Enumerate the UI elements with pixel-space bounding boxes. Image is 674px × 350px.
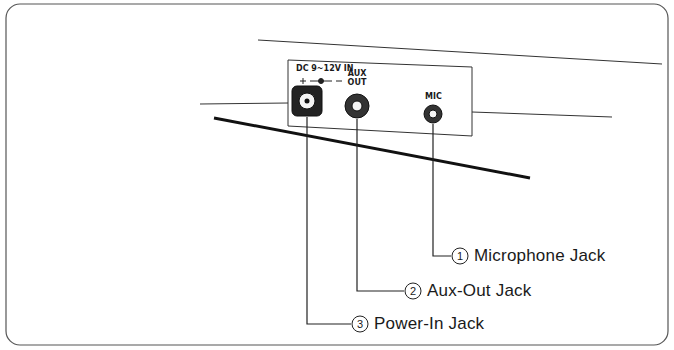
callout-number: 2 (410, 286, 416, 297)
body-edge (472, 112, 612, 117)
callout-number: 3 (357, 319, 363, 330)
body-edge (258, 40, 662, 64)
part-name: Microphone Jack (474, 246, 606, 266)
panel-label: AUX OUT (346, 69, 368, 87)
body-edge (200, 103, 288, 104)
part-name: Aux-Out Jack (427, 281, 531, 301)
jack-panel (288, 60, 472, 136)
power-jack (292, 86, 322, 116)
part-name: Power-In Jack (374, 314, 484, 334)
panel-label: DC 9~12V IN (296, 64, 353, 73)
callout-number: 1 (457, 251, 463, 262)
polarity-symbol (300, 78, 342, 84)
mic-jack (424, 105, 442, 123)
body-edge (214, 118, 530, 178)
aux-jack (345, 94, 369, 118)
panel-label: MIC (425, 92, 442, 101)
frame (6, 4, 668, 345)
